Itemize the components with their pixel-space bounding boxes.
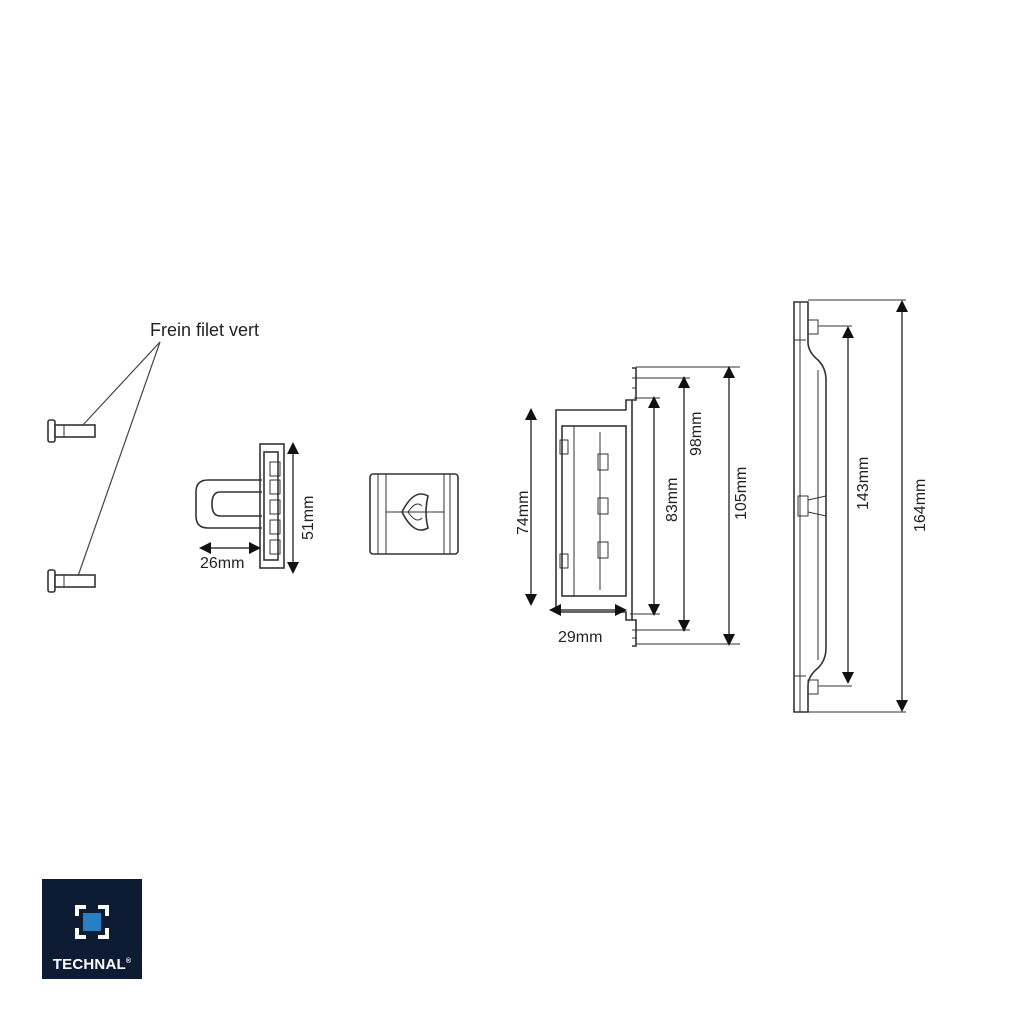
dim-bracket-depth-line (549, 604, 627, 616)
bracket-part (555, 367, 637, 647)
latch-part (195, 443, 285, 569)
dim-plate-total: 164mm (912, 479, 929, 532)
dim-bracket-a-line (648, 396, 660, 616)
callout-label: Frein filet vert (150, 320, 259, 340)
dim-bracket-c: 105mm (733, 467, 750, 520)
dim-bracket-b: 98mm (688, 412, 705, 456)
screw-bottom (47, 569, 96, 593)
technal-logo: TECHNAL® (42, 879, 142, 979)
dim-bracket-depth: 29mm (558, 629, 602, 646)
dim-plate-total-line (896, 300, 908, 712)
dim-bracket-b-line (678, 376, 690, 632)
keeper-block (369, 473, 459, 555)
callout-leaders (77, 341, 161, 577)
screw-top (47, 419, 96, 443)
dim-bracket-a: 83mm (664, 478, 681, 522)
logo-wordmark: TECHNAL® (52, 956, 132, 973)
bracket-extension-lines (630, 366, 740, 645)
dim-latch-height-line (287, 442, 299, 574)
dim-latch-depth: 26mm (200, 555, 244, 572)
dim-latch-depth-line (199, 542, 261, 554)
brand-mark-icon (75, 905, 109, 939)
dim-latch-height: 51mm (300, 496, 317, 540)
dim-plate-inner: 143mm (855, 457, 872, 510)
long-plate-part (793, 301, 827, 713)
dim-bracket-inner: 74mm (515, 491, 532, 535)
plate-extension-lines (808, 299, 906, 713)
dim-bracket-c-line (723, 366, 735, 646)
dim-plate-inner-line (842, 326, 854, 684)
dim-bracket-inner-line (525, 408, 537, 606)
